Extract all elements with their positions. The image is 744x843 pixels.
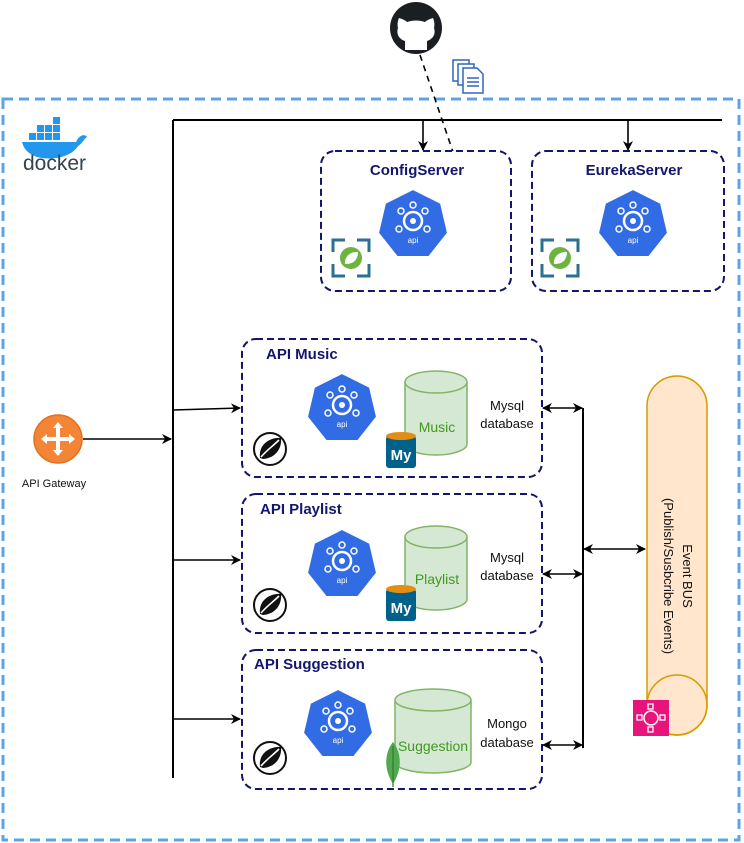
github-icon (390, 2, 442, 54)
playlist-db-type: Mysql (490, 550, 524, 565)
api-playlist-title: API Playlist (260, 501, 342, 518)
api-label: api (337, 576, 348, 585)
event-bus-sublabel: (Publish/Susbcribe Events) (661, 498, 676, 654)
github-config-link (419, 54, 454, 153)
api-label: api (628, 236, 639, 245)
spring-cloud-config-icon (328, 235, 374, 281)
kubernetes-api-icon: api (305, 527, 379, 599)
playlist-db-type-suffix: database (480, 568, 534, 583)
gateway-label: API Gateway (22, 478, 87, 490)
spring-boot-icon (253, 588, 287, 622)
eurekaserver-box: EurekaServer api (531, 150, 725, 292)
api-gateway: API Gateway (22, 414, 87, 490)
api-label: api (333, 736, 344, 745)
spring-boot-icon (253, 432, 287, 466)
api-music-title: API Music (266, 346, 338, 363)
docker-label: docker (23, 152, 86, 175)
music-db-type-suffix: database (480, 416, 534, 431)
docker-logo: docker (22, 117, 87, 175)
spring-cloud-eureka-icon (537, 235, 583, 281)
suggestion-db-type: Mongo (487, 716, 527, 731)
api-playlist-box: API Playlist api Playlist Mysql database (241, 493, 543, 634)
router-icon (33, 414, 83, 464)
api-music-box: API Music api Music Mysql database (241, 338, 543, 478)
api-label: api (408, 236, 419, 245)
suggestion-db-type-suffix: database (480, 735, 534, 750)
playlist-db-cylinder: Playlist (404, 525, 468, 611)
mysql-icon (386, 585, 416, 621)
docker-boundary (1, 97, 741, 842)
event-bus: Event BUS (Publish/Susbcribe Events) (646, 375, 708, 736)
kubernetes-api-icon: api (301, 687, 375, 759)
suggestion-db-label: Suggestion (398, 738, 468, 754)
music-db-type: Mysql (490, 398, 524, 413)
kubernetes-api-icon: api (596, 187, 670, 259)
api-suggestion-title: API Suggestion (254, 656, 365, 673)
configserver-box: ConfigServer api (320, 150, 512, 292)
mysql-icon (386, 432, 416, 468)
music-db-label: Music (419, 419, 456, 435)
api-suggestion-box: API Suggestion api Suggestion Mongo data… (241, 649, 543, 790)
configserver-title: ConfigServer (370, 162, 464, 179)
playlist-db-label: Playlist (415, 571, 459, 587)
eurekaserver-title: EurekaServer (586, 162, 683, 179)
api-label: api (337, 420, 348, 429)
event-bridge-icon (633, 700, 669, 736)
event-bus-label: Event BUS (680, 544, 695, 608)
music-db-cylinder: Music (404, 370, 468, 456)
config-files-icon (452, 59, 484, 94)
mongodb-leaf-icon (386, 742, 400, 787)
docker-whale-icon (22, 117, 87, 159)
arrow-to-api-music (172, 403, 241, 414)
kubernetes-api-icon: api (376, 187, 450, 259)
suggestion-db-cylinder: Suggestion (394, 688, 472, 774)
kubernetes-api-icon: api (305, 371, 379, 443)
spring-boot-icon (253, 741, 287, 775)
